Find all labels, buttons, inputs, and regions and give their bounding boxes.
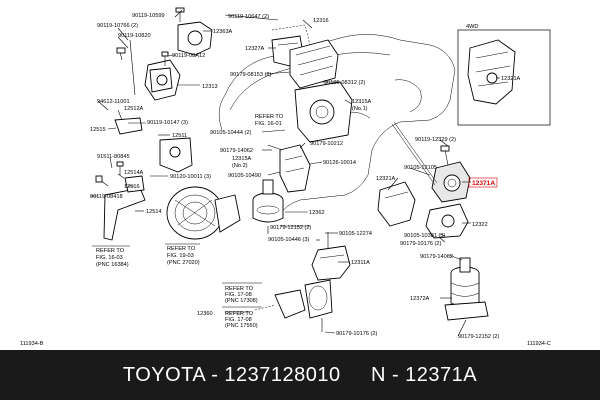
label-90179-14062-right: 90179-14062 xyxy=(420,254,453,260)
label-12316: 12316 xyxy=(313,18,329,24)
refer-5-line3: (PNC 17550) xyxy=(225,323,258,329)
label-90120-10011: 90120-10011 (3) xyxy=(170,174,211,180)
refer-4-line1: REFER TO xyxy=(225,286,254,292)
label-12514: 12514 xyxy=(146,209,162,215)
label-12322: 12322 xyxy=(472,222,488,228)
label-90105-12274: 90105-12274 xyxy=(339,231,372,237)
refer-boxes xyxy=(92,243,262,308)
label-12315A-mid: 12315A xyxy=(232,156,252,162)
label-90105-10446: 90105-10446 (3) xyxy=(268,237,310,243)
label-90119-10147: 90119-10147 (3) xyxy=(147,120,188,126)
label-12313: 12313 xyxy=(202,84,218,90)
leader-lines xyxy=(90,9,500,337)
label-12511: 12511 xyxy=(172,133,187,139)
label-90119-08A12: 90119-08A12 xyxy=(172,53,205,59)
refer-4-line3: (PNC 17308) xyxy=(225,298,258,304)
label-12512A: 12512A xyxy=(124,106,144,112)
mount-12322 xyxy=(425,203,469,239)
refer-2-line1: REFER TO xyxy=(167,246,196,252)
dash-bracket-upper xyxy=(271,24,311,46)
label-12315A-upper: 12315A xyxy=(352,99,372,105)
bracket-12514 xyxy=(103,175,146,241)
mount-12363A xyxy=(175,7,213,56)
highlight-box-12371A xyxy=(468,177,498,188)
refer-2-line2: FIG. 19-03 xyxy=(167,253,194,259)
label-90179-10176-center: 90179-10176 (2) xyxy=(336,331,378,337)
refer-2-line3: (PNC 27020) xyxy=(167,260,200,266)
mount-12316 xyxy=(289,39,339,89)
label-12360: 12360 xyxy=(197,311,213,317)
label-90105-08312: 90105-08312 (2) xyxy=(324,80,366,86)
bracket-12321A xyxy=(377,181,416,227)
label-12371A-highlight: 12371A xyxy=(472,180,495,187)
insulator-12372A xyxy=(444,257,489,321)
refer-3-line2: FIG. 16-01 xyxy=(255,121,282,127)
figure-code-right: 111934-C xyxy=(527,341,551,347)
label-12516: 12516 xyxy=(124,184,140,190)
label-90119-12329: 90119-12329 (2) xyxy=(415,137,456,143)
label-12321A-inset: 12321A xyxy=(501,76,521,82)
label-94612-11001: 94612-11001 xyxy=(97,99,130,105)
part-labels: 90119-10599 12363A 90119-10766 (2) 90119… xyxy=(90,13,521,340)
mount-12313 xyxy=(116,39,181,101)
refer-labels: REFER TO FIG. 16-03 (PNC 16384) REFER TO… xyxy=(96,114,284,329)
label-no2: (No.2) xyxy=(232,163,248,169)
label-90179-10176-right: 90179-10176 (2) xyxy=(400,241,442,247)
label-90119-08418: 90119-08418 xyxy=(90,194,123,200)
label-90179-12152-right: 90179-12152 (2) xyxy=(458,334,500,340)
label-12321A: 12321A xyxy=(376,176,396,182)
mount-12315A-no1 xyxy=(294,81,353,143)
label-90119-10820: 90119-10820 xyxy=(118,33,151,39)
label-90179-10212: 90179-10212 xyxy=(310,141,343,147)
4wd-inset-box xyxy=(457,29,551,126)
label-90179-14062-left: 90179-14062 xyxy=(220,148,253,154)
label-90119-10766: 90119-10766 (2) xyxy=(97,23,138,29)
label-12327A: 12327A xyxy=(245,46,265,52)
label-12311A: 12311A xyxy=(351,260,370,266)
label-12362: 12362 xyxy=(309,210,325,216)
label-12514A: 12514A xyxy=(124,170,144,176)
label-12515: 12515 xyxy=(90,127,106,133)
figure-code-left: 111934-B xyxy=(20,341,44,347)
insulator-12371A xyxy=(431,145,471,203)
label-90126-10014: 90126-10014 xyxy=(323,160,356,166)
label-90119-10599: 90119-10599 xyxy=(132,13,165,19)
engine-mount-parts-diagram: 90119-10599 12363A 90119-10766 (2) 90119… xyxy=(20,7,551,347)
label-90105-12105: 90105-12105 xyxy=(404,165,437,171)
small-bolts-left xyxy=(95,161,124,187)
label-90179-08153: 90179-08153 (2) xyxy=(230,72,272,78)
bracket-12511 xyxy=(114,117,193,173)
label-90119-10647: 90119-10647 (2) xyxy=(228,14,269,20)
engine-leader-line xyxy=(391,121,438,186)
refer-1-line3: (PNC 16384) xyxy=(96,262,129,268)
refer-5-line1: REFER TO xyxy=(225,311,254,317)
label-12372A: 12372A xyxy=(410,296,430,302)
insulator-12362 xyxy=(252,179,284,234)
mount-12360 xyxy=(254,279,333,332)
label-90105-10490: 90105-10490 xyxy=(228,173,261,179)
label-90105-10381: 90105-10381 (3) xyxy=(404,233,446,239)
label-no1: (No.1) xyxy=(352,106,368,112)
refer-1-line2: FIG. 16-03 xyxy=(96,255,123,261)
transfer-component xyxy=(166,186,241,240)
refer-4-line2: FIG. 17-08 xyxy=(225,292,252,298)
refer-5-line2: FIG. 17-08 xyxy=(225,317,252,323)
bolts-upper-left xyxy=(161,51,169,66)
refer-3-line1: REFER TO xyxy=(255,114,284,120)
bracket-12311A xyxy=(311,232,351,281)
label-90105-10444: 90105-10444 (2) xyxy=(210,130,252,136)
refer-1-line1: REFER TO xyxy=(96,248,125,254)
label-4wd: 4WD xyxy=(466,24,478,30)
mount-12315A-no2 xyxy=(267,144,311,193)
part-number-footer: TOYOTA - 1237128010 N - 12371A xyxy=(0,350,600,400)
label-12363A: 12363A xyxy=(213,29,233,35)
label-91511-80845: 91511-80845 xyxy=(97,154,130,160)
label-90179-12152-left: 90179-12152 (2) xyxy=(270,225,312,231)
